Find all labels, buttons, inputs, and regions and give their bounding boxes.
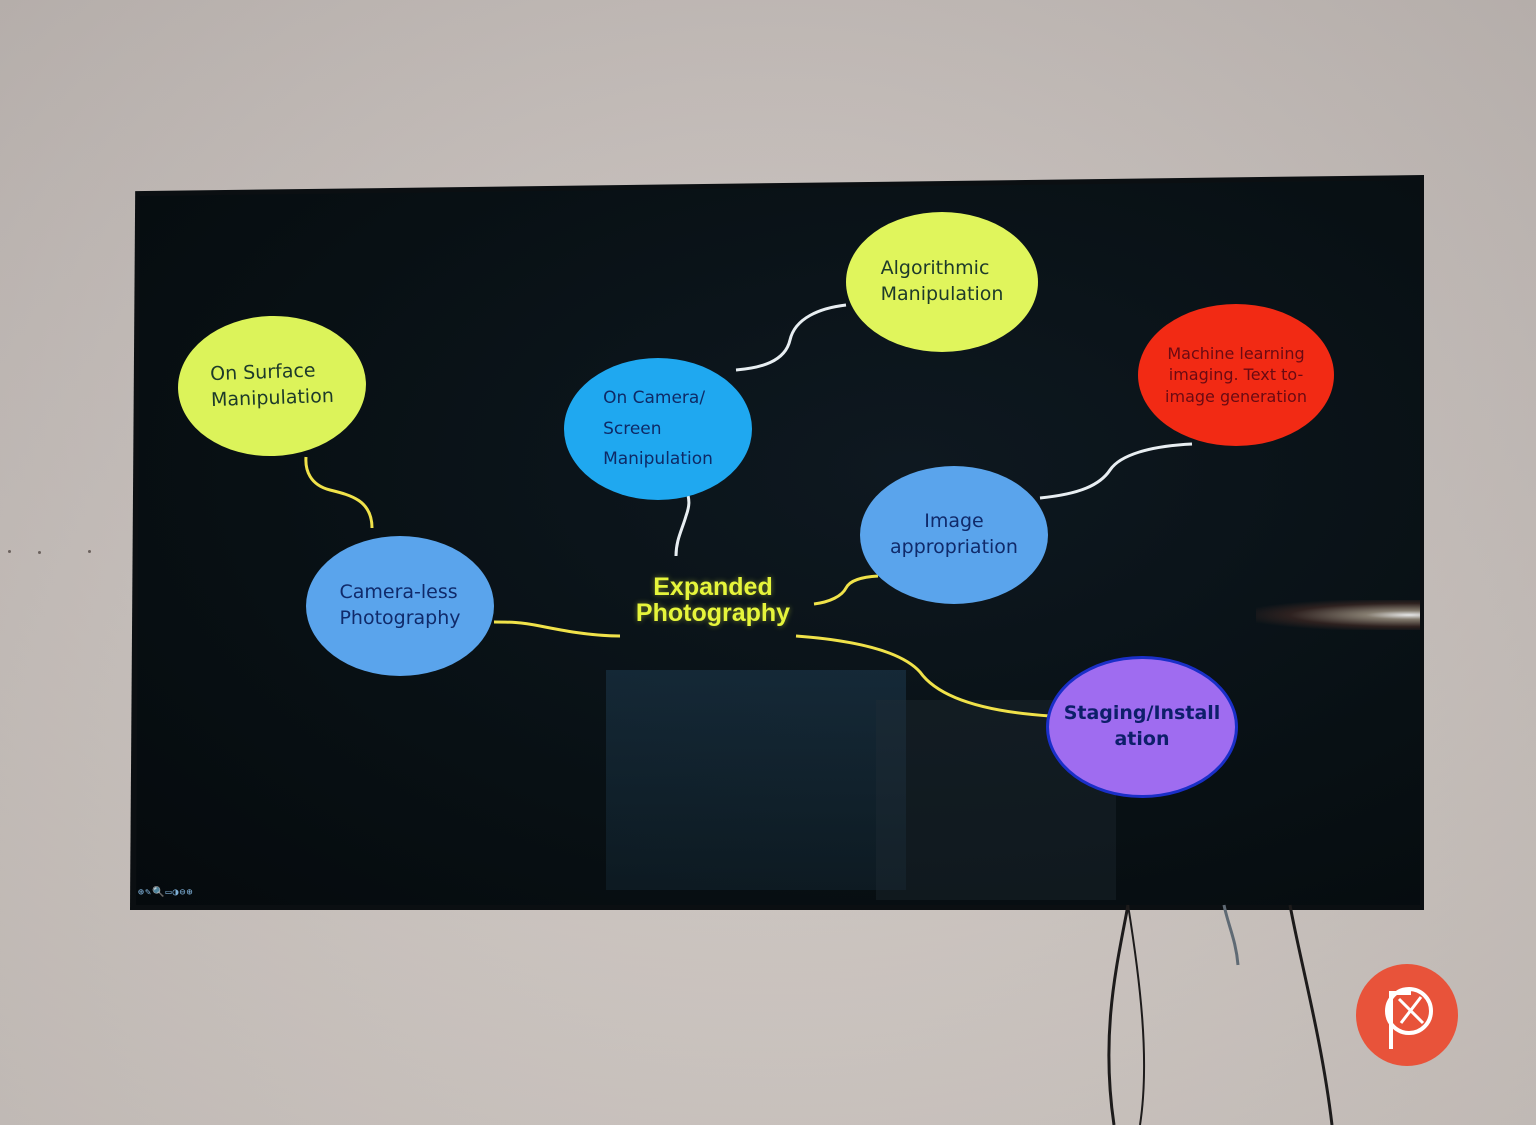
node-label: Algorithmic Manipulation	[880, 257, 1004, 305]
node-label: On Camera/ Screen Manipulation	[603, 388, 713, 470]
tv-screen	[136, 180, 1420, 905]
camera-shutter-p-icon	[1356, 964, 1458, 1066]
node-label: Image appropriation	[890, 510, 1018, 558]
light-glare	[1256, 600, 1420, 630]
node-label: Machine learning imaging. Text to- image…	[1165, 343, 1307, 406]
toolbar-icons[interactable]: ⊕✎🔍▭◑⊖⊕	[138, 887, 194, 898]
wall-marks	[8, 550, 108, 556]
node-on-camera-screen-manipulation: On Camera/ Screen Manipulation	[564, 358, 752, 500]
node-camera-less-photography: Camera-less Photography	[306, 536, 494, 676]
center-topic-label: Expanded Photography	[635, 573, 791, 628]
node-label: Camera-less Photography	[339, 581, 461, 629]
slideshow-toolbar[interactable]: ⊕✎🔍▭◑⊖⊕	[138, 887, 194, 898]
logo-glyph	[1385, 987, 1433, 1049]
node-label: On Surface Manipulation	[209, 359, 335, 412]
node-algorithmic-manipulation: Algorithmic Manipulation	[846, 212, 1038, 352]
node-label: Staging/Install ation	[1063, 702, 1221, 750]
node-staging-installation: Staging/Install ation	[1046, 656, 1238, 798]
node-image-appropriation: Image appropriation	[860, 466, 1048, 604]
node-machine-learning-imaging: Machine learning imaging. Text to- image…	[1138, 304, 1334, 446]
room-reflection	[606, 670, 906, 890]
